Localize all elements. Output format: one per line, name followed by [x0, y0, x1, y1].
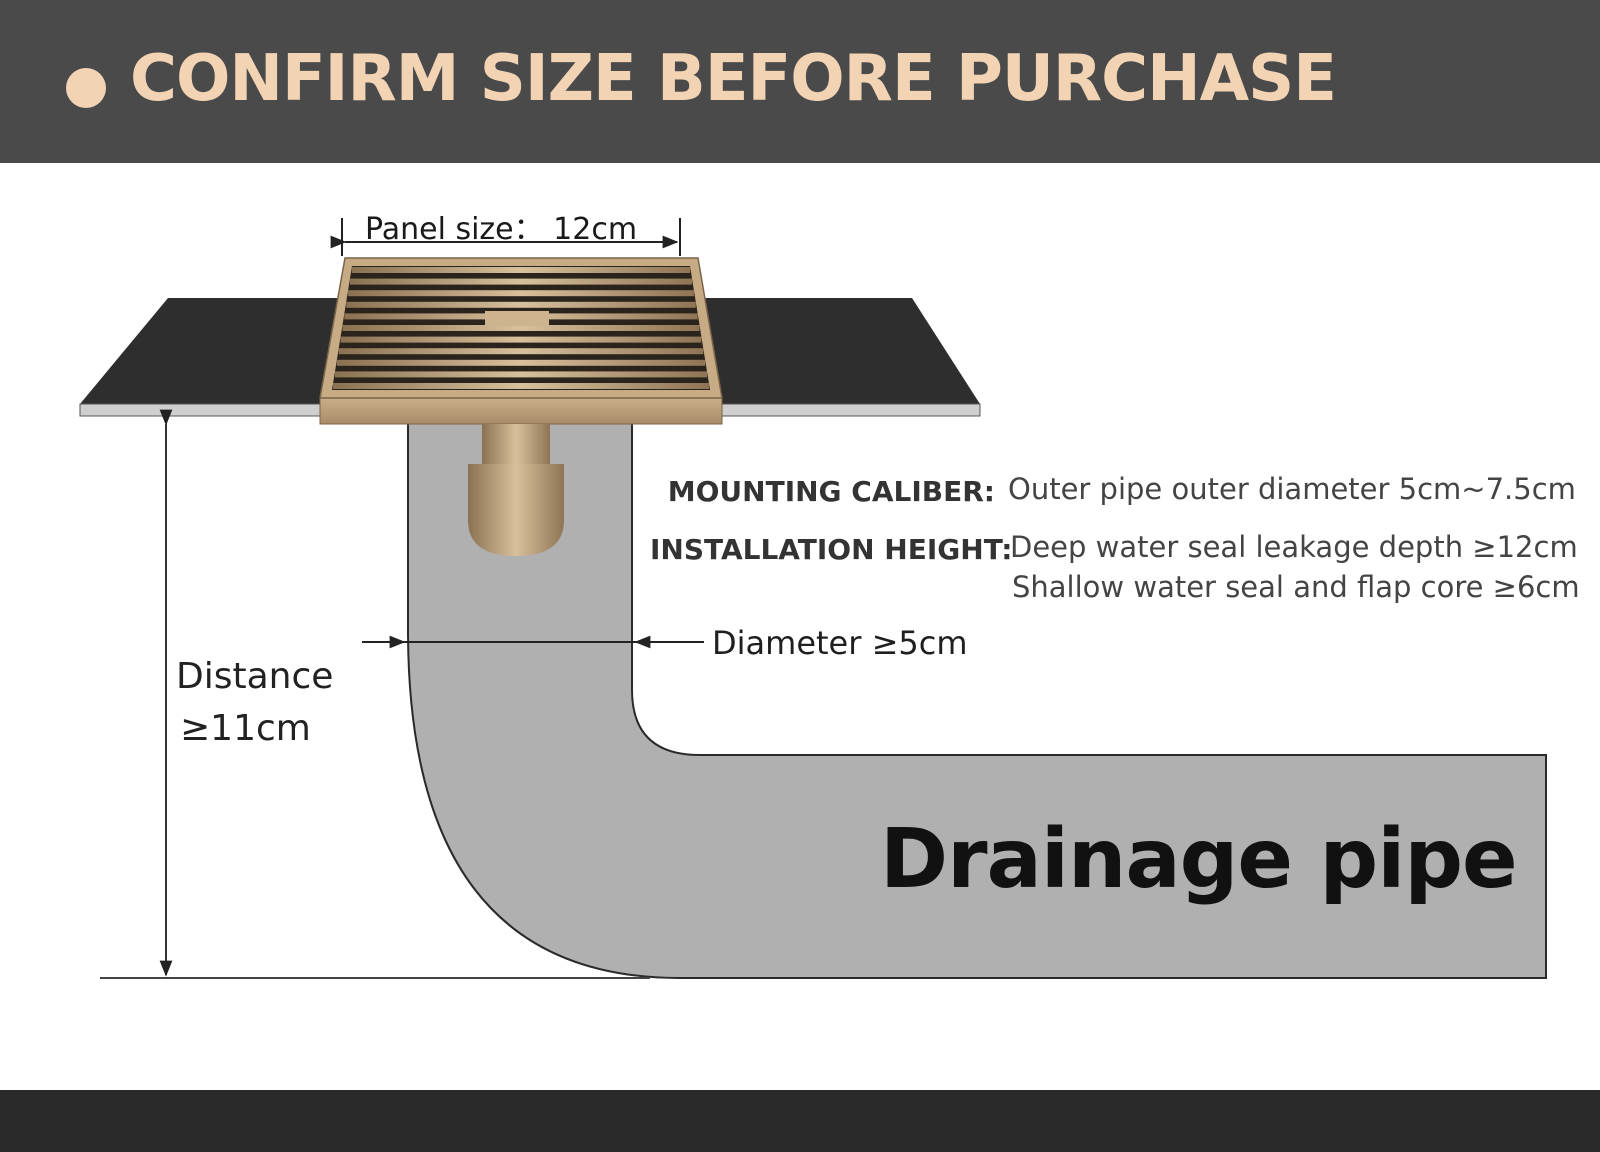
footer-bar [0, 1090, 1600, 1152]
installation-height-value-shallow: Shallow water seal and flap core ≥6cm [1012, 570, 1580, 604]
grate-slat [351, 267, 691, 273]
header-banner: CONFIRM SIZE BEFORE PURCHASE [0, 0, 1600, 163]
bullet-dot-icon [66, 68, 106, 108]
drain-trap-core [468, 424, 564, 556]
panel-size-label: Panel size： 12cm [365, 212, 638, 247]
grate-slat [349, 278, 693, 285]
grate-slat [346, 301, 696, 308]
drainage-pipe-shape [407, 414, 1547, 979]
grate-slat [348, 290, 694, 297]
diameter-label: Diameter ≥5cm [712, 624, 968, 662]
grate-slat [340, 336, 702, 343]
installation-height-label: INSTALLATION HEIGHT: [650, 533, 1013, 566]
drainage-pipe-label: Drainage pipe [880, 812, 1518, 907]
page-title: CONFIRM SIZE BEFORE PURCHASE [130, 42, 1337, 116]
grate-panel [319, 257, 723, 425]
distance-value: ≥11cm [180, 708, 311, 749]
mounting-caliber-label: MOUNTING CALIBER: [667, 475, 995, 508]
grate-center-tab [485, 311, 549, 326]
distance-label: Distance [176, 656, 334, 697]
grate-slat [336, 359, 706, 366]
installation-height-value-deep: Deep water seal leakage depth ≥12cm [1010, 530, 1578, 564]
grate-slat [335, 371, 707, 378]
mounting-caliber-value: Outer pipe outer diameter 5cm~7.5cm [1008, 472, 1576, 506]
grate-slat [333, 383, 709, 389]
grate-slat [338, 348, 704, 355]
grate-slat [342, 325, 700, 331]
